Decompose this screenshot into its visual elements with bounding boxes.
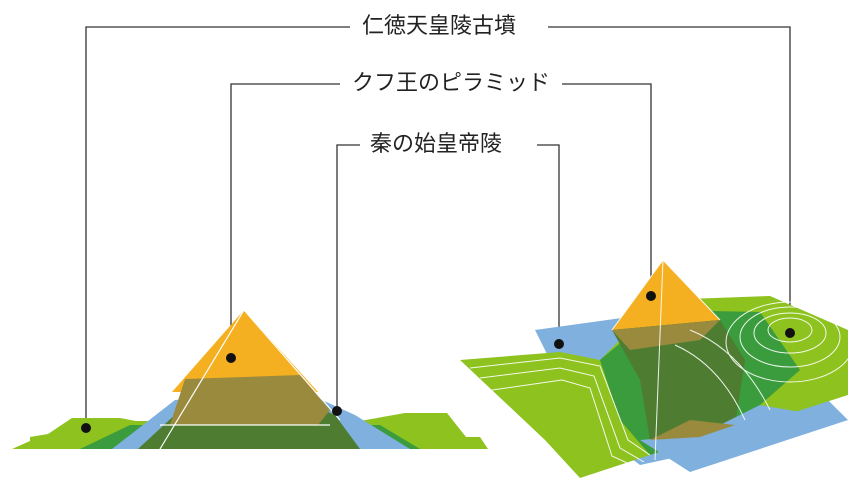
khufu-3d-overlap bbox=[612, 320, 745, 440]
leader-line-khufu-left bbox=[230, 83, 340, 358]
side-profile-view bbox=[12, 309, 488, 450]
dot-qin-left bbox=[332, 406, 342, 416]
leader-line-nintoku-left bbox=[85, 26, 350, 428]
label-qin: 秦の始皇帝陵 bbox=[362, 131, 511, 159]
khufu-overlap bbox=[170, 375, 330, 425]
dot-khufu-left bbox=[226, 353, 236, 363]
khufu-3d bbox=[612, 260, 720, 330]
leader-line-qin-left bbox=[336, 144, 360, 411]
khufu-3d-olive bbox=[612, 320, 720, 350]
dot-qin-right bbox=[554, 339, 564, 349]
perspective-view bbox=[460, 259, 848, 478]
khufu-profile bbox=[172, 310, 318, 392]
dot-khufu-right bbox=[646, 291, 656, 301]
qin-base-front bbox=[640, 405, 848, 472]
label-khufu: クフ王のピラミッド bbox=[344, 70, 559, 98]
dot-nintoku-right bbox=[785, 328, 795, 338]
label-nintoku: 仁徳天皇陵古墳 bbox=[354, 13, 525, 41]
khufu-3d-base bbox=[650, 420, 735, 440]
leader-line-qin-right bbox=[537, 144, 560, 344]
leader-lines bbox=[85, 26, 791, 428]
leader-line-nintoku-right bbox=[548, 26, 791, 333]
leader-dots bbox=[81, 291, 795, 433]
dot-nintoku-left bbox=[81, 423, 91, 433]
leader-line-khufu-right bbox=[562, 83, 652, 296]
